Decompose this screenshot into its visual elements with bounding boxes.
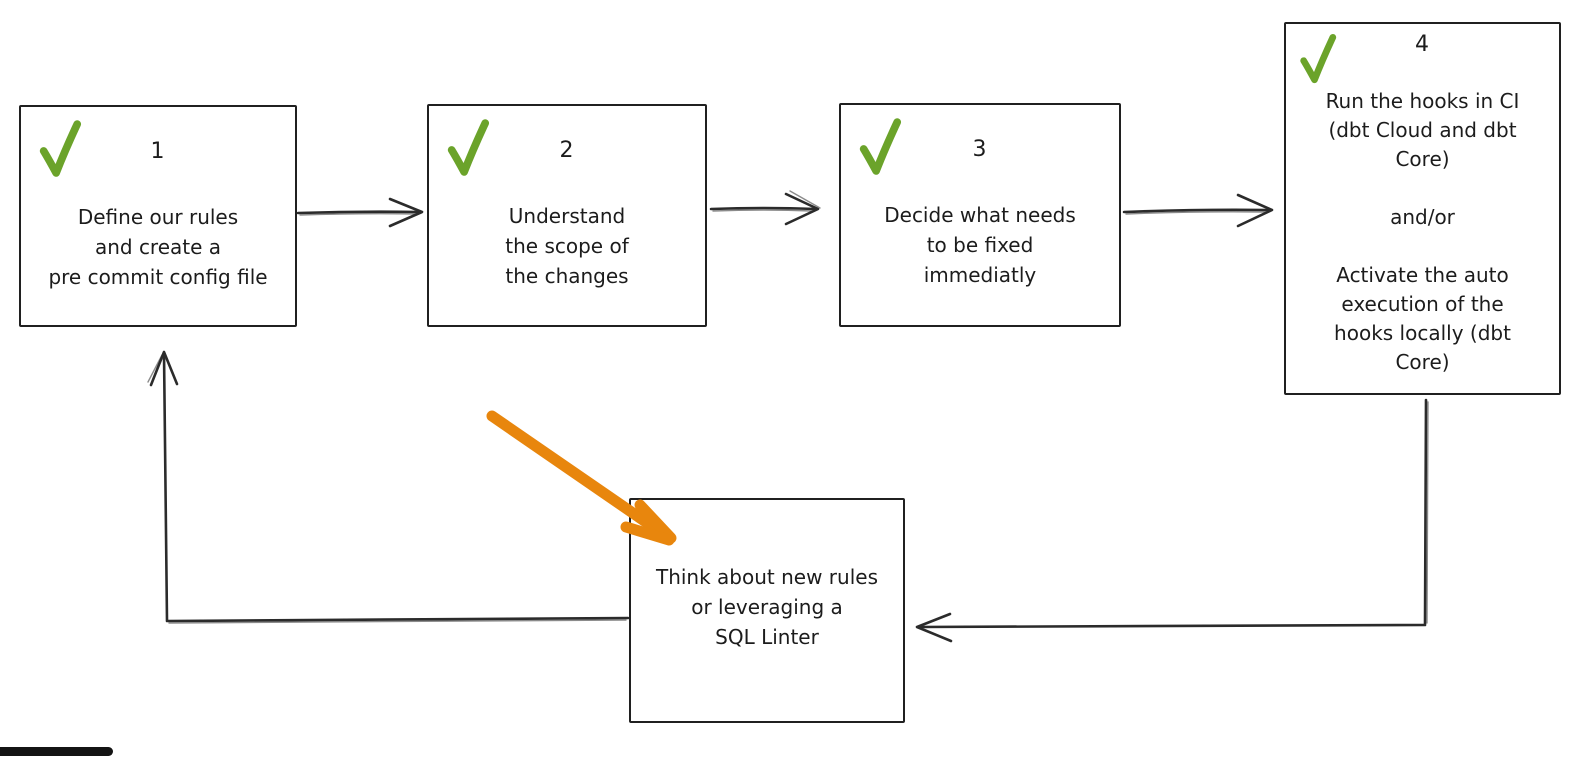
arrow-feedback-to-step1-icon <box>147 350 630 624</box>
arrow-step3-to-step4-icon <box>1122 193 1274 228</box>
checkmark-icon <box>447 119 490 176</box>
checkmark-icon <box>859 118 902 175</box>
step-4-number: 4 <box>1415 32 1430 57</box>
feedback-box[interactable]: Think about new rules or leveraging a SQ… <box>629 498 905 723</box>
checkmark-icon <box>39 120 82 177</box>
step-1-number: 1 <box>150 139 166 164</box>
step-4-label: Run the hooks in CI (dbt Cloud and dbt C… <box>1325 89 1520 374</box>
step-2-box[interactable]: 2 Understand the scope of the changes <box>427 104 707 327</box>
step-3-label: Decide what needs to be fixed immediatly <box>884 203 1076 287</box>
arrow-step1-to-step2-icon <box>296 197 424 228</box>
arrow-step4-to-feedback-icon <box>915 398 1429 643</box>
step-3-number: 3 <box>972 137 988 162</box>
feedback-box-label: Think about new rules or leveraging a SQ… <box>655 565 878 649</box>
step-4-box[interactable]: 4 Run the hooks in CI (dbt Cloud and dbt… <box>1284 22 1561 395</box>
arrow-step2-to-step3-icon <box>709 190 821 226</box>
step-2-label: Understand the scope of the changes <box>505 204 629 288</box>
step-2-number: 2 <box>559 138 575 163</box>
step-1-box[interactable]: 1 Define our rules and create a pre comm… <box>19 105 297 327</box>
checkmark-icon <box>1300 34 1337 84</box>
step-3-box[interactable]: 3 Decide what needs to be fixed immediat… <box>839 103 1121 327</box>
horizontal-scrollbar[interactable] <box>0 747 113 756</box>
step-1-label: Define our rules and create a pre commit… <box>48 205 268 289</box>
